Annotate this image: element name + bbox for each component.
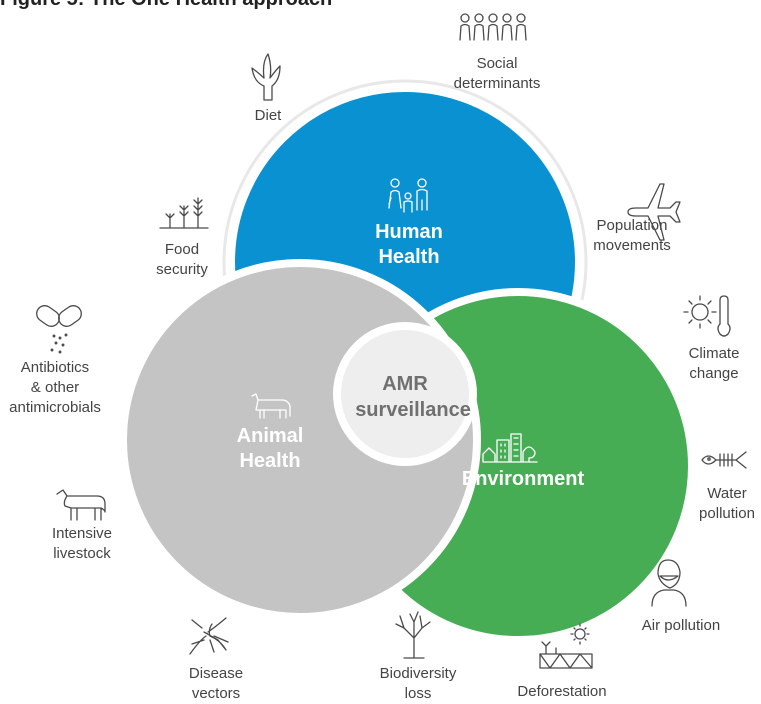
buildings-icon — [482, 433, 538, 463]
sun-thermometer-icon — [683, 295, 731, 337]
animal-health-title: Animal Health — [237, 425, 304, 472]
mosquito-icon — [189, 617, 229, 655]
pills-icon — [36, 305, 82, 354]
label-disease-vectors: Disease vectors — [188, 665, 244, 702]
cow-small-icon — [251, 393, 291, 419]
label-biodiversity-loss: Biodiversity loss — [379, 665, 457, 702]
animal-line-1: Animal — [237, 425, 304, 447]
deforestation-icon — [539, 623, 593, 669]
banana-icon — [251, 53, 281, 101]
environment-title: Environment — [462, 468, 585, 490]
human-health-title: Human Health — [375, 221, 443, 268]
wheat-icon — [159, 197, 209, 229]
amr-title: AMR surveillance — [355, 373, 471, 421]
person-mask-icon — [651, 559, 687, 607]
human-line-1: Human — [375, 221, 443, 243]
label-population-movements: Population movements — [593, 217, 671, 254]
label-social-determinants: Social determinants — [453, 55, 541, 92]
label-deforestation: Deforestation — [517, 683, 607, 700]
label-intensive-livestock: Intensive livestock — [51, 525, 113, 562]
amr-center — [333, 322, 477, 466]
amr-line-1: AMR — [382, 373, 428, 395]
cow-icon — [56, 489, 106, 521]
label-diet: Diet — [254, 107, 282, 124]
fish-skeleton-icon — [701, 451, 747, 469]
page-title: Figure 5: The One Health approach — [0, 0, 332, 11]
label-food-security: Food security — [156, 241, 208, 278]
bare-tree-icon — [395, 611, 431, 659]
people-group-icon — [459, 13, 527, 41]
family-icon — [388, 178, 428, 213]
label-water-pollution: Water pollution — [699, 485, 755, 522]
label-antibiotics: Antibiotics & other antimicrobials — [9, 359, 101, 416]
human-line-2: Health — [378, 246, 439, 268]
amr-line-2: surveillance — [355, 399, 471, 421]
animal-line-2: Health — [239, 450, 300, 472]
airplane-icon — [627, 183, 681, 241]
label-air-pollution: Air pollution — [641, 617, 721, 634]
label-climate-change: Climate change — [688, 345, 740, 382]
